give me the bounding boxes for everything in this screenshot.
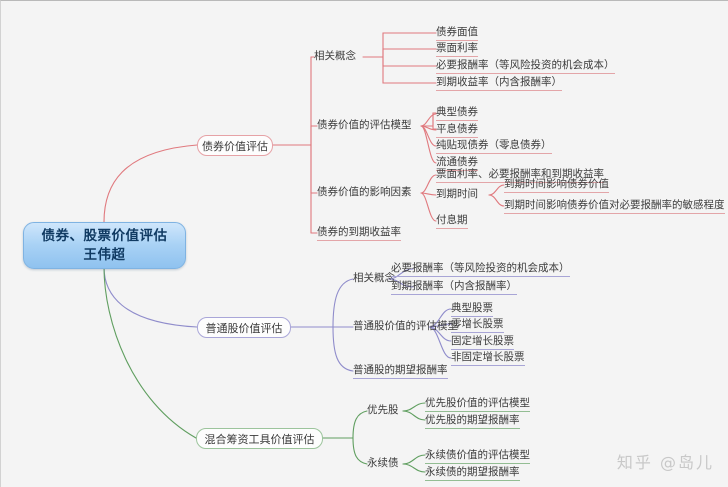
leaf-maturity-affects-value[interactable]: 到期时间影响债券价值 [504, 178, 609, 193]
leaf-constant-growth-stock[interactable]: 固定增长股票 [451, 335, 514, 350]
node-perpetual-bond[interactable]: 永续债 [367, 457, 399, 469]
node-bond-concepts[interactable]: 相关概念 [314, 50, 356, 62]
leaf-stock-ytm[interactable]: 到期报酬率（内含报酬率） [391, 280, 517, 295]
leaf-maturity-affects-sensitivity[interactable]: 到期时间影响债券价值对必要报酬率的敏感程度 [504, 199, 725, 214]
leaf-zero-growth-stock[interactable]: 零增长股票 [451, 318, 504, 333]
node-bond-models[interactable]: 债券价值的评估模型 [317, 119, 412, 131]
root-title-line2: 王伟超 [83, 246, 126, 263]
node-stock-models[interactable]: 普通股价值的评估模型 [353, 320, 458, 332]
node-bond-factors[interactable]: 债券价值的影响因素 [317, 186, 412, 198]
node-common-stock-valuation[interactable]: 普通股价值评估 [197, 317, 291, 338]
leaf-traded-bond[interactable]: 流通债券 [436, 156, 478, 171]
leaf-preferred-expected-return[interactable]: 优先股的期望报酬率 [425, 414, 520, 429]
leaf-typical-stock[interactable]: 典型股票 [451, 302, 493, 317]
leaf-perpetual-expected-return[interactable]: 永续债的期望报酬率 [425, 466, 520, 481]
node-stock-expected-return[interactable]: 普通股的期望报酬率 [353, 364, 448, 379]
leaf-bond-coupon-rate[interactable]: 票面利率 [436, 42, 478, 57]
leaf-typical-bond[interactable]: 典型债券 [436, 106, 478, 121]
node-preferred-stock[interactable]: 优先股 [367, 404, 399, 416]
leaf-bond-ytm-concept[interactable]: 到期收益率（内含报酬率） [436, 76, 562, 91]
leaf-bond-face-value[interactable]: 债券面值 [436, 26, 478, 41]
node-bond-ytm[interactable]: 债券的到期收益率 [317, 226, 401, 241]
node-maturity-time[interactable]: 到期时间 [436, 188, 478, 200]
leaf-perpetual-model[interactable]: 永续债价值的评估模型 [425, 449, 530, 464]
leaf-pure-discount-bond[interactable]: 纯贴现债券（零息债券） [436, 139, 552, 154]
root-title-line1: 债券、股票价值评估 [41, 227, 168, 244]
leaf-bond-required-return[interactable]: 必要报酬率（等风险投资的机会成本） [436, 59, 615, 74]
leaf-preferred-model[interactable]: 优先股价值的评估模型 [425, 397, 530, 412]
leaf-interest-period[interactable]: 付息期 [436, 214, 468, 229]
root-node[interactable]: 债券、股票价值评估 王伟超 [23, 222, 186, 269]
leaf-nonconstant-growth-stock[interactable]: 非固定增长股票 [451, 351, 525, 366]
leaf-rates-factor[interactable]: 票面利率、必要报酬率和到期收益率 [436, 168, 604, 183]
leaf-level-coupon-bond[interactable]: 平息债券 [436, 123, 478, 138]
node-bond-valuation[interactable]: 债券价值评估 [197, 135, 273, 156]
node-stock-concepts[interactable]: 相关概念 [353, 272, 395, 284]
leaf-stock-required-return[interactable]: 必要报酬率（等风险投资的机会成本） [391, 262, 570, 277]
node-hybrid-valuation[interactable]: 混合筹资工具价值评估 [196, 428, 323, 449]
watermark: 知乎 @岛儿 [616, 453, 714, 472]
